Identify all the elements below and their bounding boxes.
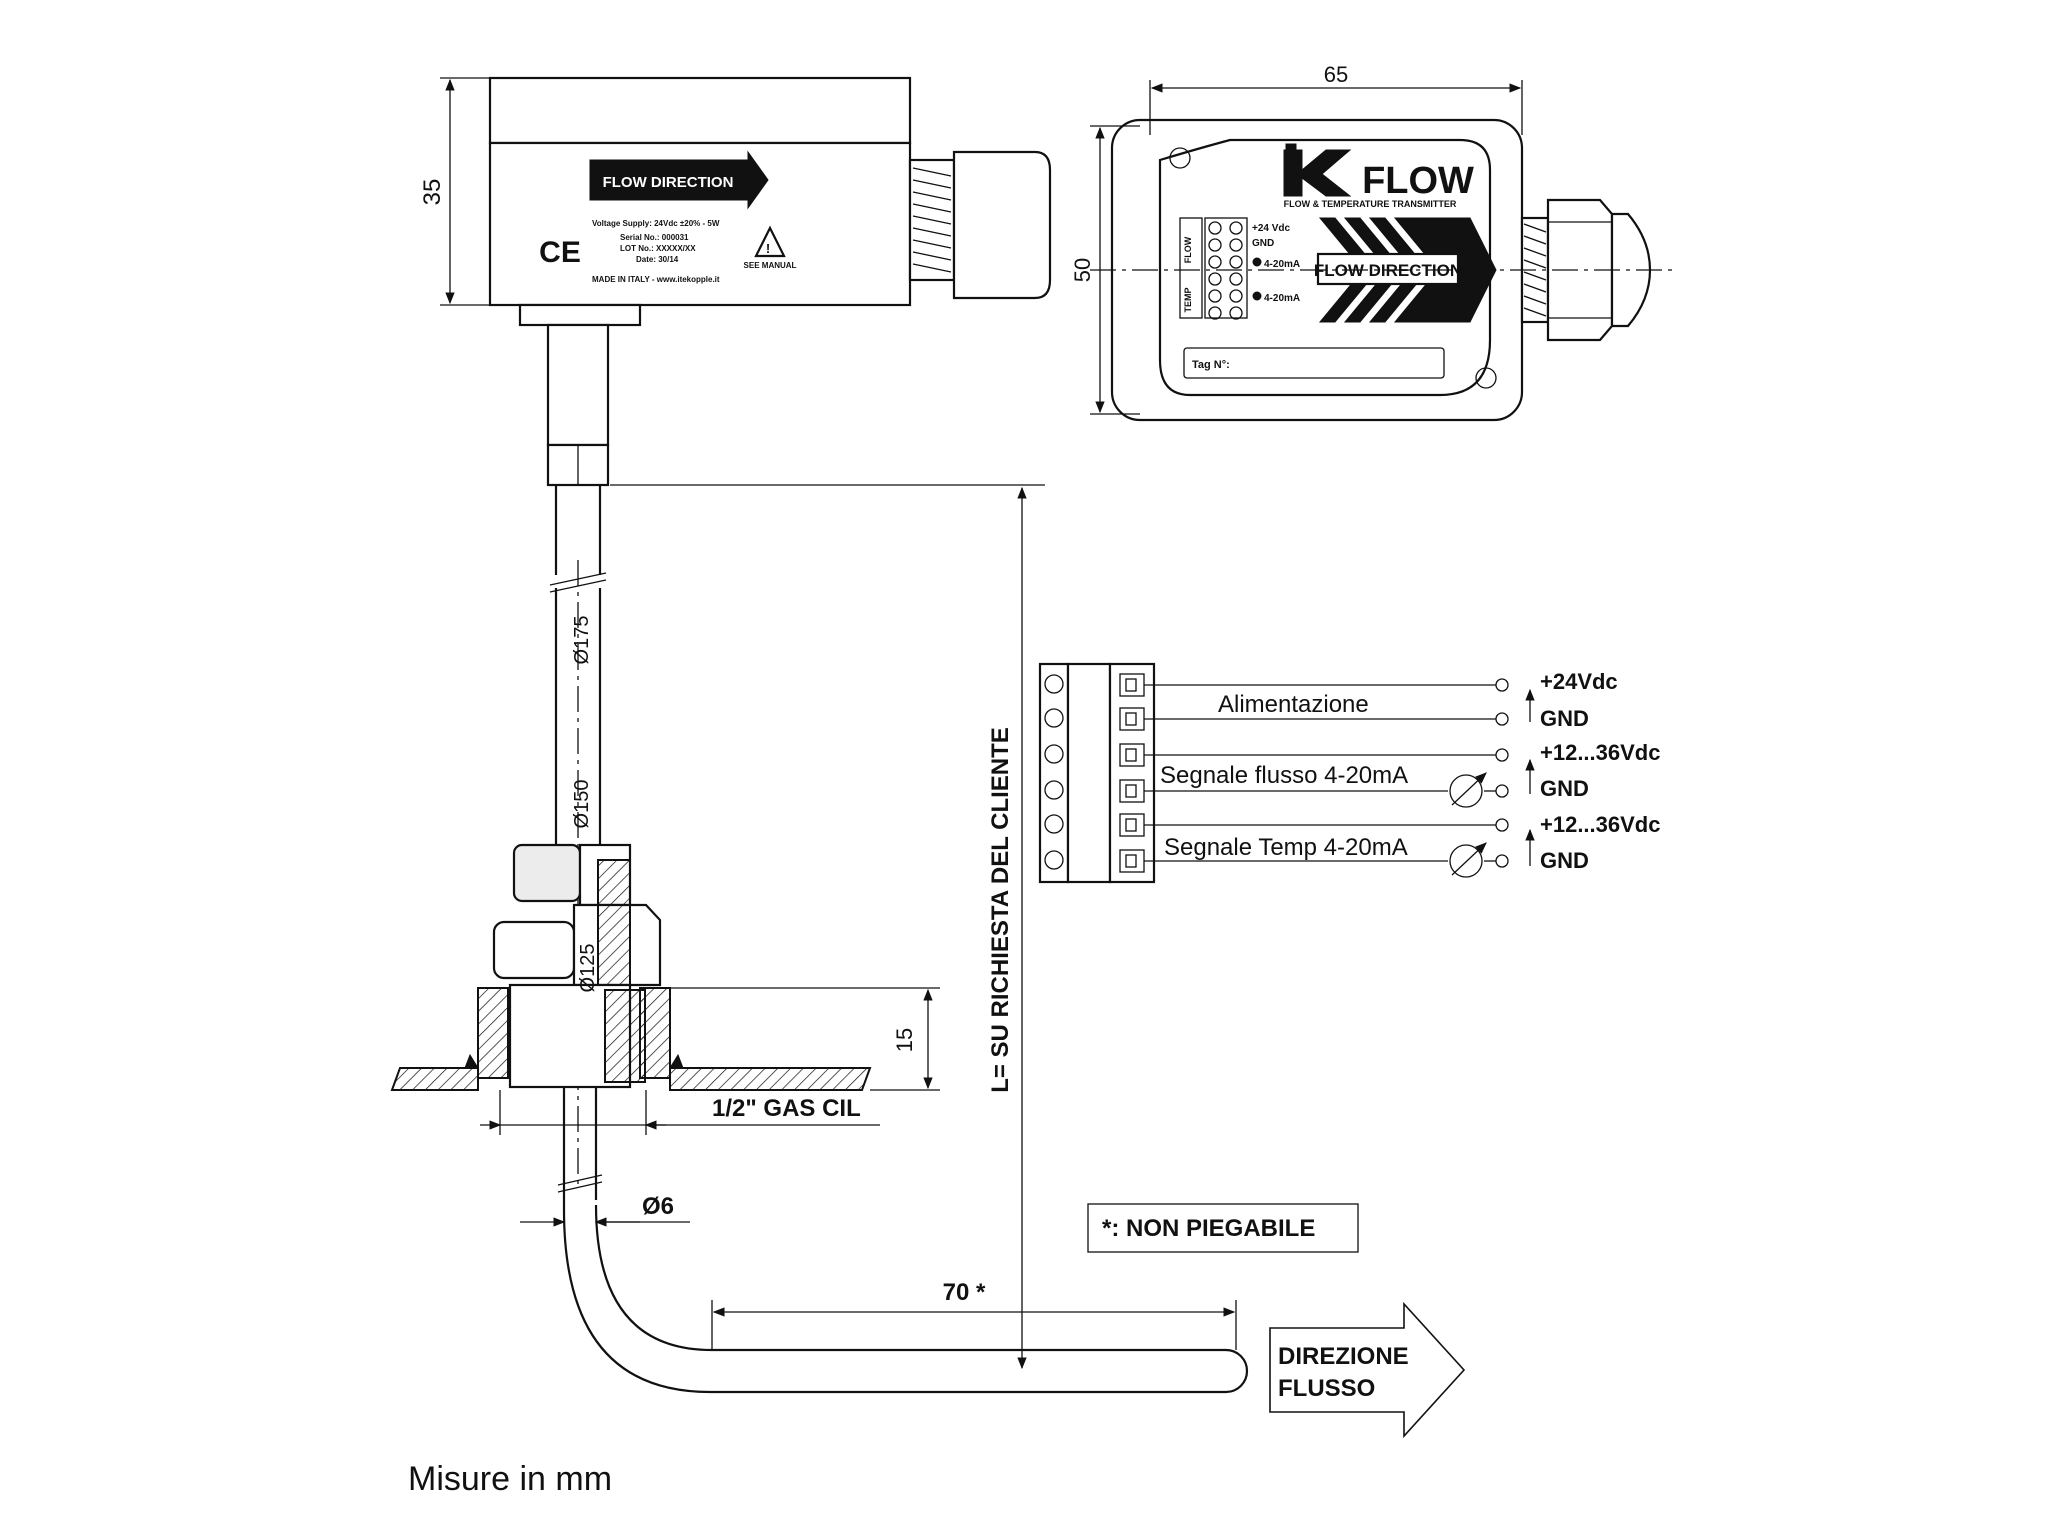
side-lot-text: LOT No.: XXXXX/XX [620,244,696,253]
non-piegabile-box [1087,1203,1359,1253]
wiring-segnale-flusso: Segnale flusso 4-20mA [1160,762,1408,789]
wiring-connector [1038,662,1156,884]
wiring-12-36vdc-2: +12...36Vdc [1540,812,1660,837]
dimension-diam-125: Ø125 [577,944,599,993]
svg-text:FLOW: FLOW [1183,236,1193,263]
dimension-diam-175: Ø175 [571,616,593,665]
svg-text:+24 Vdc: +24 Vdc [1252,223,1291,234]
wiring-gnd-2: GND [1540,776,1589,801]
kflow-logo-icon [1283,143,1352,197]
top-subtitle-text: FLOW & TEMPERATURE TRANSMITTER [1284,199,1457,209]
side-made-in-text: MADE IN ITALY - www.itekopple.it [592,275,720,284]
ammeter-icon [1449,774,1483,808]
svg-text:50: 50 [1070,258,1095,282]
side-cable-gland [908,150,1052,300]
side-voltage-text: Voltage Supply: 24Vdc ±20% - 5W [592,219,720,228]
dimension-65: 65 [1149,62,1523,135]
tag-label: Tag N°: [1192,359,1230,371]
svg-text:4-20mA: 4-20mA [1264,259,1300,270]
non-piegabile-note: *: NON PIEGABILE [1102,1215,1315,1242]
svg-text:FLUSSO: FLUSSO [1278,1375,1375,1402]
units-note: Misure in mm [408,1460,612,1498]
svg-text:L= SU RICHIESTA DEL CLIENTE: L= SU RICHIESTA DEL CLIENTE [987,727,1014,1093]
wiring-12-36vdc-1: +12...36Vdc [1540,740,1660,765]
svg-text:!: ! [766,241,770,256]
side-date-text: Date: 30/14 [636,255,679,264]
side-serial-text: Serial No.: 000031 [620,233,689,242]
svg-text:15: 15 [892,1028,917,1052]
svg-text:4-20mA: 4-20mA [1264,293,1300,304]
wiring-alimentazione: Alimentazione [1218,691,1369,718]
ammeter-icon [1449,844,1483,878]
warning-icon [754,225,786,258]
direzione-flusso-arrow: DIREZIONE FLUSSO [1269,1301,1466,1439]
svg-text:TEMP: TEMP [1183,287,1193,312]
dimension-diam-6: Ø6 [520,1193,690,1227]
svg-text:1/2" GAS CIL: 1/2" GAS CIL [712,1095,861,1122]
wiring-lines [1144,678,1535,878]
dimension-70: 70 * [711,1279,1237,1350]
side-view-housing: FLOW DIRECTION Voltage Supply: 24Vdc ±20… [488,76,1052,487]
dimension-35: 35 [419,77,490,306]
wiring-gnd-1: GND [1540,706,1589,731]
side-flow-direction-badge: FLOW DIRECTION [589,150,769,210]
svg-text:GND: GND [1252,238,1274,249]
dimension-L: L= SU RICHIESTA DEL CLIENTE [610,484,1045,1370]
top-terminal-block: FLOW TEMP +24 Vdc GND 4-20mA 4-20mA [1179,217,1300,320]
tag-field [1183,347,1445,379]
dimension-15: 15 [640,987,940,1091]
side-see-manual-text: SEE MANUAL [744,261,797,270]
top-brand-text: FLOW [1362,160,1474,202]
ce-mark-icon: CE [539,236,581,269]
wiring-gnd-3: GND [1540,848,1589,873]
dimension-diam-150: Ø150 [571,780,593,829]
wiring-segnale-temp: Segnale Temp 4-20mA [1164,834,1408,861]
side-flow-direction-text: FLOW DIRECTION [603,174,734,191]
wiring-24vdc: +24Vdc [1540,669,1618,694]
svg-text:DIREZIONE: DIREZIONE [1278,1343,1409,1370]
dimension-thread: 1/2" GAS CIL [480,1090,880,1135]
svg-text:65: 65 [1324,62,1348,87]
top-view-housing: FLOW FLOW & TEMPERATURE TRANSMITTER FLOW… [1090,118,1672,422]
compression-fitting [390,843,872,1091]
svg-text:Ø6: Ø6 [642,1193,674,1220]
svg-text:35: 35 [419,179,446,206]
svg-text:70 *: 70 * [943,1279,986,1306]
dimension-50: 50 [1070,125,1140,415]
